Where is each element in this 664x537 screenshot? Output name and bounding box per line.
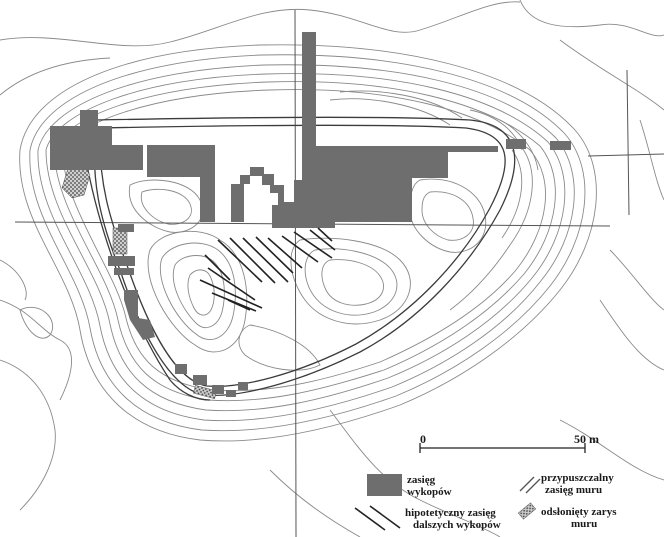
legend-excavation-swatch (367, 474, 402, 496)
legend-hypothetical-text: hipotetyczny zasięg dalszych wykopów (405, 507, 501, 531)
hypothetical-excavation-hatching (199, 227, 336, 312)
legend-assumed-wall-line1: przypuszczalny (541, 472, 614, 484)
legend-exposed-wall-text: odsłonięty zarys muru (541, 506, 616, 530)
survey-grid-lines (14, 9, 664, 537)
scale-end-label: 50 m (574, 432, 599, 446)
legend-hatch-icon (354, 505, 401, 531)
legend-excavations-line1: zasięg (407, 474, 436, 486)
exposed-wall-segments (61, 161, 217, 400)
legend-exposed-wall-icon (517, 502, 537, 520)
legend-assumed-wall-text: przypuszczalny zasięg muru (541, 472, 614, 496)
legend-excavations-text: zasięg wykopów (407, 474, 452, 498)
scale-bar (419, 443, 586, 453)
legend-assumed-wall-line2: zasięg muru (545, 484, 603, 496)
legend-excavations-line2: wykopów (407, 486, 452, 498)
legend-hypothetical-line2: dalszych wykopów (413, 519, 501, 531)
scale-start-label: 0 (420, 432, 426, 446)
legend-exposed-wall-line1: odsłonięty zarys (541, 506, 617, 518)
legend-exposed-wall-line2: muru (571, 518, 598, 530)
legend-assumed-wall-icon (519, 476, 541, 494)
legend-hypothetical-line1: hipotetyczny zasięg (405, 507, 496, 519)
excavation-trenches (50, 32, 571, 397)
hill-contours (19, 44, 597, 442)
